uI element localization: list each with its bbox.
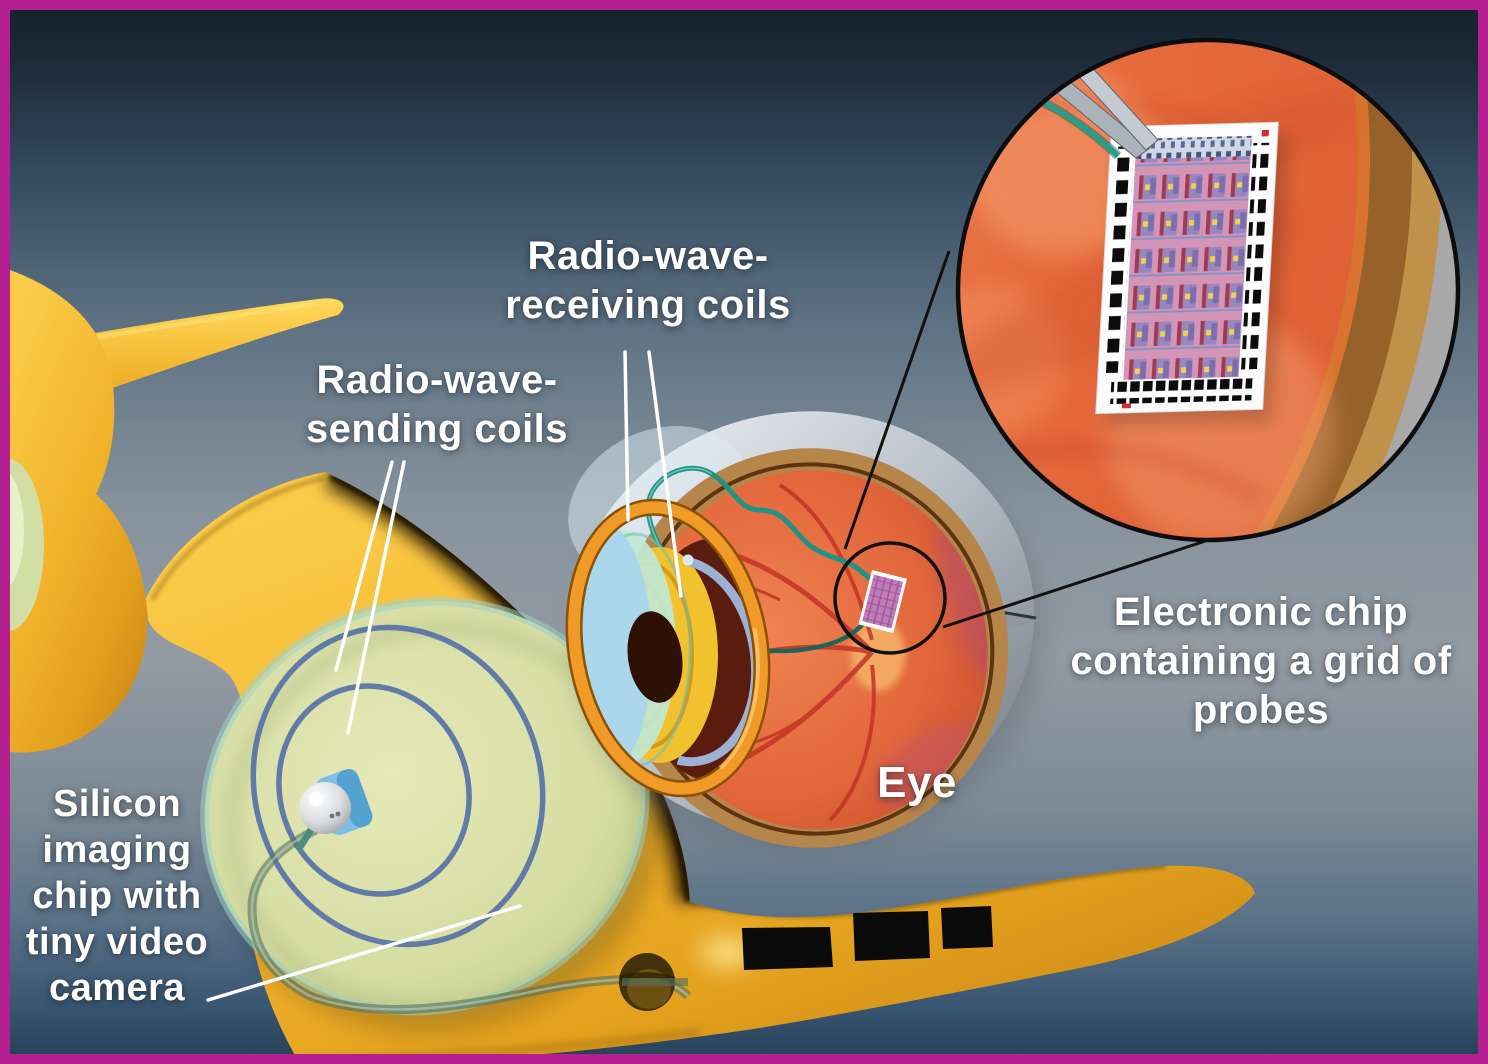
label-electronic-chip: Electronic chip containing a grid of pro… [1070,590,1452,732]
inset-electronic-chip [1095,121,1279,415]
label-receiving-coils: Radio-wave- receiving coils [505,234,791,327]
optic-disc [851,619,905,691]
magnifier-connector-lines [843,250,1234,629]
label-silicon-chip: Silicon imaging chip with tiny video cam… [25,783,209,1009]
receiving-coil-ring [565,498,771,798]
video-camera [295,768,373,852]
sending-coils [250,624,546,948]
chip-probe-grid [1123,156,1251,380]
eye-anatomy [561,411,1045,853]
label-sending-coils: Radio-wave- sending coils [305,358,569,451]
magnifier-source-circle [833,541,947,655]
label-eye: Eye [877,758,957,807]
temple-black-markers [742,906,993,970]
inset-circle-outline [955,37,1461,543]
label-pointer-lines [206,350,683,1002]
temple-hole [619,953,688,1011]
chip-header-row [1135,135,1252,160]
retina-chip [858,570,907,634]
glasses-left-hinge [10,270,148,753]
camera-dome-lens [299,782,351,834]
pupil [627,611,683,703]
